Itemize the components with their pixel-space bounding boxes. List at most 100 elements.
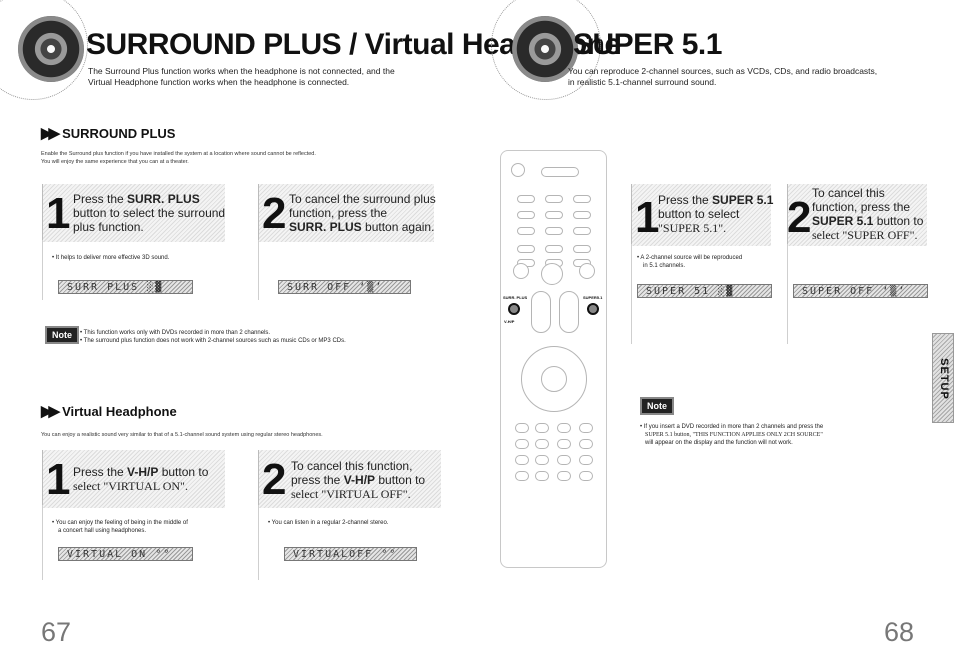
note-badge: Note [640,397,674,415]
surround-step-1: 1 Press the SURR. PLUS button to select … [42,184,247,299]
step-instruction: Press the SURR. PLUS button to select th… [73,192,226,234]
step-bullet: • A 2-channel source will be reproduced … [637,255,743,269]
remote-button [535,439,549,449]
remote-button [535,471,549,481]
double-chevron-icon: ▶▶ [41,403,60,420]
display-super-51: SUPER 51 ░▓ [637,284,772,298]
note-text: • This function works only with DVDs rec… [80,330,346,344]
remote-button [545,245,563,253]
remote-button [517,245,535,253]
remote-button [545,195,563,203]
step-instruction: To cancel this function, press the SUPER… [812,186,924,242]
virtual-headphone-description: You can enjoy a realistic sound very sim… [41,432,323,438]
divider [258,240,259,300]
remote-button [515,439,529,449]
remote-button [579,439,593,449]
remote-button [515,455,529,465]
virtual-step-1: 1 Press the V-H/P button to select "VIRT… [42,450,247,570]
power-button [511,163,525,177]
remote-button [573,195,591,203]
virtual-headphone-heading: ▶▶ Virtual Headphone [41,403,177,420]
volume-rocker [531,291,551,333]
remote-button [557,423,571,433]
step-bullet: • You can enjoy the feeling of being in … [52,520,188,534]
remote-button [541,167,579,177]
step-number: 1 [46,189,71,238]
vhp-label: V-H/P [504,319,515,324]
page-number: 67 [41,617,72,647]
step-banner [631,184,771,246]
remote-button [573,211,591,219]
step-number: 2 [262,189,287,238]
divider [258,505,259,580]
note-text: • If you insert a DVD recorded in more t… [640,424,824,446]
speaker-icon [512,16,578,82]
step-bullet: • You can listen in a regular 2-channel … [268,520,389,526]
surr-plus-button [508,303,520,315]
virtual-step-2: 2 To cancel this function, press the V-H… [258,450,463,570]
step-number: 1 [635,193,660,242]
page-title: SUPER 5.1 [573,28,722,61]
navigation-pad [521,346,587,412]
display-surr-off: SURR OFF ‘▒’ [278,280,411,294]
remote-button [535,423,549,433]
step-instruction: Press the SUPER 5.1 button to select "SU… [658,193,774,235]
divider [42,240,43,300]
double-chevron-icon: ▶▶ [41,125,60,142]
speaker-dotted-arc [491,0,601,100]
remote-button [579,263,595,279]
divider [42,505,43,580]
remote-button [535,455,549,465]
step-instruction: Press the V-H/P button to select "VIRTUA… [73,465,209,493]
remote-button [579,471,593,481]
step-instruction: To cancel the surround plus function, pr… [289,192,436,234]
tuning-rocker [559,291,579,333]
remote-control-illustration: SURR. PLUS V-H/P SUPER5.1 [500,150,607,568]
step-instruction: To cancel this function, press the V-H/P… [291,459,426,501]
super51-step-2: 2 To cancel this function, press the SUP… [787,184,937,304]
remote-button [517,211,535,219]
surr-plus-label: SURR. PLUS [503,295,528,300]
remote-button [545,227,563,235]
page-68: SUPER 5.1 You can reproduce 2-channel so… [477,0,954,663]
super51-label: SUPER5.1 [583,295,603,300]
surround-plus-description: Enable the Surround plus function if you… [41,151,316,165]
note-badge: Note [45,326,79,344]
super51-step-1: 1 Press the SUPER 5.1 button to select "… [631,184,781,304]
speaker-icon [18,16,84,82]
step-number: 1 [46,455,71,504]
step-bullet: • It helps to deliver more effective 3D … [52,255,170,261]
step-number: 2 [787,193,812,242]
step-banner [787,184,927,246]
remote-button [579,455,593,465]
remote-button [557,455,571,465]
display-super-off: SUPER OFF ‘▒’ [793,284,928,298]
surround-plus-heading: ▶▶ SURROUND PLUS [41,125,176,142]
page-67: SURROUND PLUS / Virtual Headphone The Su… [0,0,621,647]
remote-button [557,439,571,449]
step-banner [258,450,441,508]
page-number: 68 [884,617,915,647]
remote-button [541,263,563,285]
remote-button [513,263,529,279]
remote-button [517,227,535,235]
super51-button [587,303,599,315]
remote-button [515,423,529,433]
intro-text: You can reproduce 2-channel sources, suc… [568,66,878,87]
remote-button [579,423,593,433]
step-banner [42,184,225,242]
remote-button [573,245,591,253]
remote-button [517,195,535,203]
step-number: 2 [262,455,287,504]
setup-section-tab: SETUP [932,333,954,423]
display-virtual-off: VIRTUALOFF °° [284,547,417,561]
step-banner [42,450,225,508]
step-banner [258,184,434,242]
enter-button [541,366,567,392]
remote-button [515,471,529,481]
surround-step-2: 2 To cancel the surround plus function, … [258,184,463,299]
divider [631,244,632,344]
display-virtual-on: VIRTUAL ON °° [58,547,193,561]
remote-button [573,227,591,235]
intro-text: The Surround Plus function works when th… [88,66,395,87]
